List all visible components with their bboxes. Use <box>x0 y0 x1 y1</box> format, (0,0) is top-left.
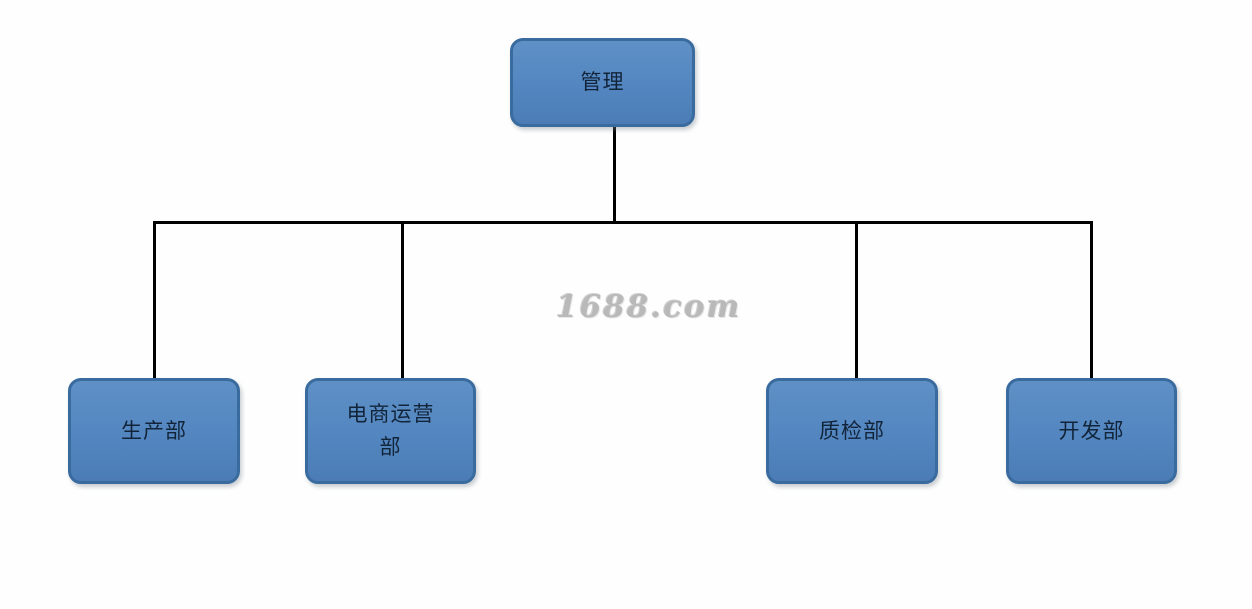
connector-drop-child-3 <box>855 221 858 379</box>
org-node-root[interactable]: 管理 <box>510 38 695 127</box>
connector-drop-child-2 <box>401 221 404 379</box>
org-node-quality-inspection-label: 质检部 <box>819 418 885 443</box>
org-node-development[interactable]: 开发部 <box>1006 378 1177 484</box>
org-node-development-label: 开发部 <box>1058 418 1125 443</box>
org-node-quality-inspection[interactable]: 质检部 <box>766 378 938 484</box>
watermark-1688: 1688.com <box>556 289 742 325</box>
org-node-ecommerce-operations-label: 电商运营 部 <box>346 402 435 459</box>
connector-horizontal-bus <box>153 221 1093 224</box>
connector-drop-child-4 <box>1090 221 1093 379</box>
connector-drop-child-1 <box>153 221 156 379</box>
org-node-root-label: 管理 <box>580 70 625 95</box>
connector-root-stem <box>613 125 616 224</box>
org-node-production-label: 生产部 <box>121 418 187 443</box>
org-node-production[interactable]: 生产部 <box>68 378 240 484</box>
org-node-ecommerce-operations[interactable]: 电商运营 部 <box>305 378 476 484</box>
